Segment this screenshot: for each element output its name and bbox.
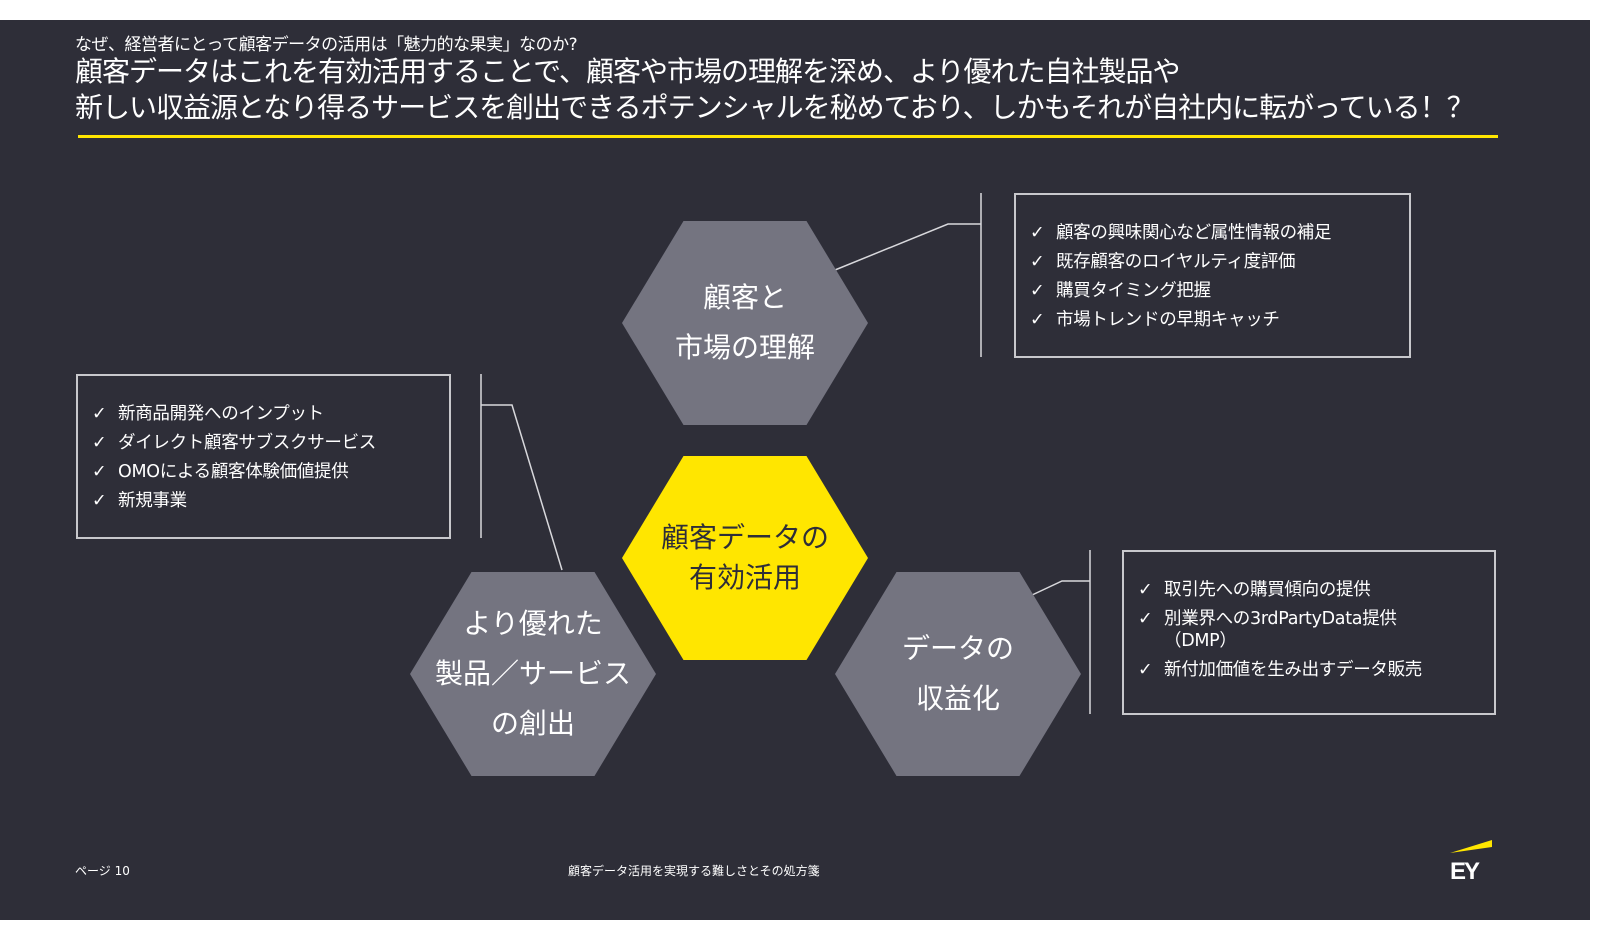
item-text: 市場トレンドの早期キャッチ <box>1056 310 1280 330</box>
title-line-1: 顧客データはこれを有効活用することで、顧客や市場の理解を深め、より優れた自社製品… <box>75 55 1180 88</box>
connector-right <box>1029 580 1090 597</box>
list-item: ✓ 顧客の興味関心など属性情報の補足 <box>1030 219 1409 248</box>
footer-title: 顧客データ活用を実現する難しさとその処方箋 <box>568 864 820 878</box>
hexagon-monetization: データの 収益化 <box>835 572 1081 776</box>
check-icon: ✓ <box>1030 223 1045 243</box>
hex-label: 顧客データの <box>660 521 829 554</box>
hex-label: より優れた <box>463 607 603 640</box>
hexagon-customer-market: 顧客と 市場の理解 <box>622 221 868 425</box>
box-customer-market: ✓ 顧客の興味関心など属性情報の補足 ✓ 既存顧客のロイヤルティ度評価 ✓ 購買タイミ… <box>1014 193 1411 358</box>
connector-lines <box>480 193 1091 714</box>
item-text: 既存顧客のロイヤルティ度評価 <box>1056 252 1296 272</box>
list-item: ✓ 新付加価値を生み出すデータ販売 <box>1138 656 1494 685</box>
hex-label: 市場の理解 <box>674 331 815 364</box>
item-text: 取引先への購買傾向の提供 <box>1164 580 1371 600</box>
list-item: ✓ 市場トレンドの早期キャッチ <box>1030 306 1409 335</box>
slide-title: 顧客データはこれを有効活用することで、顧客や市場の理解を深め、より優れた自社製品… <box>75 54 1475 126</box>
list-item: ✓ 別業界への3rdPartyData提供（DMP） <box>1138 605 1494 652</box>
title-line-2: 新しい収益源となり得るサービスを創出できるポテンシャルを秘めており、しかもそれが… <box>75 91 1475 124</box>
hexagon-core: 顧客データの 有効活用 <box>622 456 868 660</box>
item-text: 新付加価値を生み出すデータ販売 <box>1164 660 1422 680</box>
page-number: ページ 10 <box>75 864 130 878</box>
box-monetization: ✓取引先への購買傾向の提供 ✓別業界への3rdPartyData提供（DMP） … <box>1122 550 1496 715</box>
list-item: ✓ 既存顧客のロイヤルティ度評価 <box>1030 248 1409 277</box>
list-item: ✓ 購買タイミング把握 <box>1030 277 1409 306</box>
svg-text:EY: EY <box>1450 858 1480 882</box>
item-text-continued: （DMP） <box>1164 631 1237 651</box>
item-text: 新商品開発へのインプット <box>118 404 324 424</box>
check-icon: ✓ <box>1138 609 1153 629</box>
ey-logo: EY <box>1450 840 1492 882</box>
check-icon: ✓ <box>92 433 107 453</box>
check-icon: ✓ <box>1138 580 1153 600</box>
list-item: ✓ 新規事業 <box>92 487 449 516</box>
list-item: ✓ 新商品開発へのインプット <box>92 400 449 429</box>
hex-label: 収益化 <box>915 682 1000 715</box>
check-icon: ✓ <box>1030 281 1045 301</box>
list-item: ✓ OMOによる顧客体験価値提供 <box>92 458 449 487</box>
hex-label: 製品／サービス <box>434 657 631 690</box>
title-underline <box>78 135 1498 138</box>
item-text: 別業界への3rdPartyData提供 <box>1164 609 1397 629</box>
item-text: 顧客の興味関心など属性情報の補足 <box>1056 223 1332 243</box>
connector-left <box>481 404 563 571</box>
check-icon: ✓ <box>1138 660 1153 680</box>
item-text: 購買タイミング把握 <box>1056 281 1211 301</box>
item-text: OMOによる顧客体験価値提供 <box>118 462 349 482</box>
hex-label: データの <box>901 632 1014 665</box>
item-text: 新規事業 <box>118 491 187 511</box>
check-icon: ✓ <box>1030 310 1045 330</box>
hex-label: 顧客と <box>702 281 787 314</box>
connector-top <box>834 223 981 271</box>
slide: なぜ、経営者にとって顧客データの活用は「魅力的な果実」なのか? 顧客データはこれ… <box>0 20 1590 920</box>
hex-label: の創出 <box>490 707 575 740</box>
check-icon: ✓ <box>92 491 107 511</box>
check-icon: ✓ <box>1030 252 1045 272</box>
check-icon: ✓ <box>92 404 107 424</box>
list-item: ✓ 取引先への購買傾向の提供 <box>1138 576 1494 605</box>
box-products-services: ✓ 新商品開発へのインプット ✓ ダイレクト顧客サブスクサービス ✓ OMOによる顧客… <box>76 374 451 539</box>
item-text: ダイレクト顧客サブスクサービス <box>118 433 376 453</box>
list-item: ✓ ダイレクト顧客サブスクサービス <box>92 429 449 458</box>
slide-subtitle: なぜ、経営者にとって顧客データの活用は「魅力的な果実」なのか? <box>75 35 578 55</box>
hexagon-products-services: より優れた 製品／サービス の創出 <box>410 572 656 776</box>
check-icon: ✓ <box>92 462 107 482</box>
hex-label: 有効活用 <box>688 561 801 594</box>
